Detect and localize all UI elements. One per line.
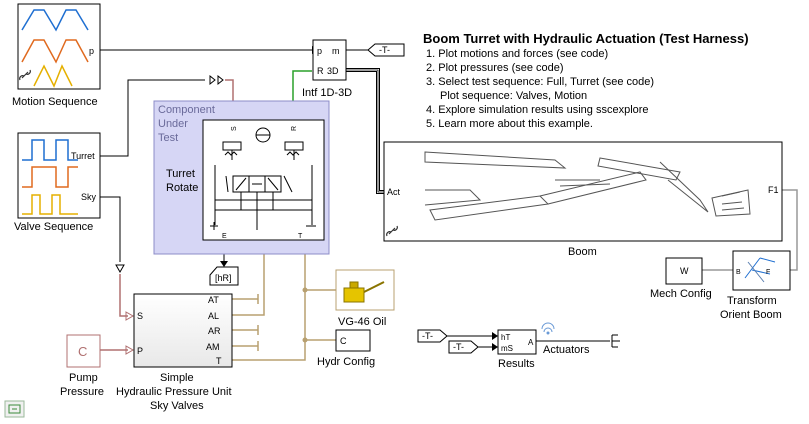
boom-arm-icon [424,151,751,221]
from-tag-2-text: -T- [453,342,464,352]
link-icon [386,225,398,237]
mech-config-glyph: W [680,266,689,276]
boom-port-act: Act [387,187,401,197]
results-block[interactable]: hT mS A [497,329,537,355]
unit-port-al: AL [208,311,219,321]
boom-port-f1: F1 [768,185,779,195]
fit-view-icon[interactable] [4,400,25,418]
intf-label: Intf 1D-3D [302,87,352,99]
valve-sequence-label: Valve Sequence [14,221,93,233]
transform-axes-icon [744,257,776,283]
results-port-a: A [528,338,534,347]
page-title: Boom Turret with Hydraulic Actuation (Te… [423,31,749,46]
pump-label-2: Pressure [60,386,104,398]
intf-port-m: m [332,46,340,56]
from-tag-1[interactable]: -T- [417,329,448,343]
hydr-config-label: Hydr Config [317,356,375,368]
subsystem-port-e: E [222,233,227,240]
transform-block[interactable]: B F [732,250,791,291]
intf-1d-3d-block[interactable]: p m R 3D [312,39,347,81]
intf-port-3d: 3D [327,66,339,76]
instruction-3[interactable]: 3. Select test sequence: Full, Turret (s… [426,76,654,88]
instruction-2[interactable]: 2. Plot pressures (see code) [426,62,564,74]
goto-tag-block[interactable]: -T- [367,43,405,57]
results-port-ht: hT [501,333,510,342]
hydr-config-glyph: C [340,336,347,346]
subsystem-port-s: S [231,126,238,131]
from-tag-1-text: -T- [422,331,433,341]
intf-port-r: R [317,66,324,76]
valve-port-turret: Turret [71,151,95,161]
line-valve-turret-route[interactable] [100,79,205,157]
turret-rotate-block[interactable]: S R E T [202,119,325,241]
turret-rotate-label-1: Turret [166,168,195,180]
transform-label-2: Orient Boom [720,309,782,321]
actuators-label: Actuators [543,344,590,356]
hR-goto-tag[interactable]: [hR] [209,266,239,286]
goto-tag-text: -T- [379,45,390,55]
from-tag-2[interactable]: -T- [448,340,479,354]
wifi-icon [541,322,555,335]
turret-rotate-label-2: Rotate [166,182,198,194]
unit-label-1: Simple [160,372,194,384]
unit-port-p: P [137,346,143,356]
component-label-line3: Test [158,132,178,144]
pump-label-1: Pump [69,372,98,384]
line-hyd-AL[interactable] [232,240,265,316]
hR-tag-text: [hR] [215,273,232,283]
oil-can-icon [343,281,385,303]
oil-block[interactable] [335,269,395,311]
unit-port-at: AT [208,295,219,305]
line-boom-to-transform[interactable] [782,189,798,271]
boom-label: Boom [568,246,597,258]
line-hyd-T[interactable] [232,240,306,361]
subsystem-port-t: T [298,233,303,240]
instruction-5[interactable]: 5. Learn more about this example. [426,118,593,130]
oil-label: VG-46 Oil [338,316,386,328]
subsystem-port-r: R [291,126,298,131]
boom-block[interactable]: Act F1 [383,141,783,242]
component-label-line2: Under [158,118,188,130]
unit-port-ar: AR [208,326,221,336]
pump-glyph: C [78,344,87,359]
unit-port-s: S [137,311,143,321]
motion-sequence-label: Motion Sequence [12,96,98,108]
transform-port-f: F [766,269,770,276]
hydraulic-pressure-unit-block[interactable]: S P AT AL AR AM T [133,293,233,368]
link-icon [19,69,31,81]
component-label-line1: Component [158,104,215,116]
instruction-1[interactable]: 1. Plot motions and forces (see code) [426,48,608,60]
motion-port-p: p [89,46,94,56]
results-port-ms: mS [501,344,513,353]
motion-sequence-block[interactable]: p [17,3,101,90]
results-label: Results [498,358,535,370]
pump-pressure-block[interactable]: C [66,334,101,368]
valve-port-sky: Sky [81,192,97,202]
unit-port-am: AM [206,342,220,352]
unit-label-3: Sky Valves [150,400,204,412]
intf-port-p: p [317,46,322,56]
mech-config-label: Mech Config [650,288,712,300]
line-valve-sky-to-unit[interactable] [100,196,121,262]
transform-port-b: B [736,269,741,276]
mech-config-block[interactable]: W [665,257,703,285]
hydr-config-block[interactable]: C [335,329,371,352]
unit-label-2: Hydraulic Pressure Unit [116,386,232,398]
valve-schematic-icon [210,127,316,230]
instruction-3b[interactable]: Plot sequence: Valves, Motion [440,90,587,102]
transform-label-1: Transform [727,295,777,307]
valve-sequence-block[interactable]: Turret Sky [17,132,101,219]
instruction-4[interactable]: 4. Explore simulation results using ssce… [426,104,649,116]
unit-port-t: T [216,356,222,366]
